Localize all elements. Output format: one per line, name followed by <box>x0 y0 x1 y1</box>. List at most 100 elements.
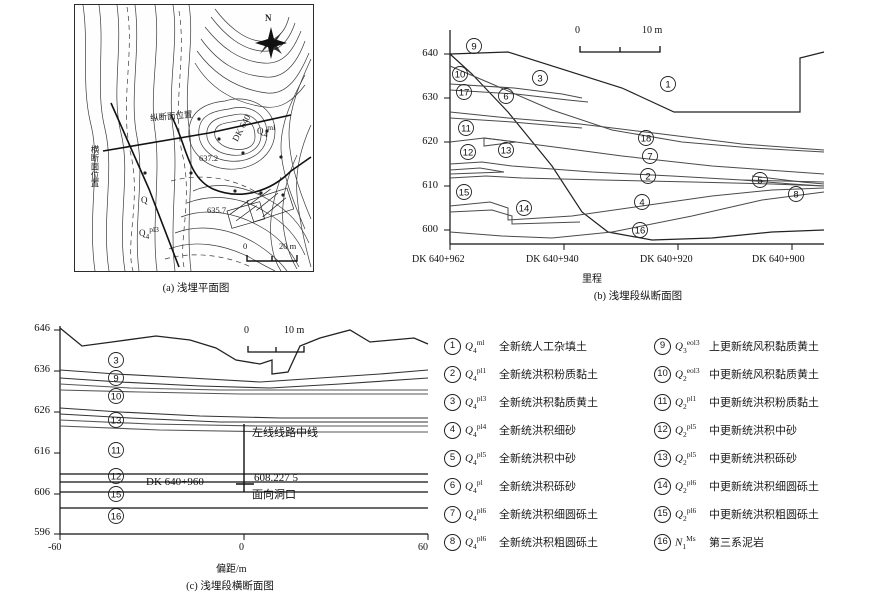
legend-description: 全新统洪积粗圆砾土 <box>499 537 598 549</box>
panel-b-caption: (b) 浅埋段纵断面图 <box>593 291 683 302</box>
panel-c-scalebar <box>247 346 305 353</box>
longitudinal-section-plot: 9 10 17 3 6 11 12 13 15 14 1 18 7 2 4 16… <box>444 30 825 250</box>
legend-symbol: Q2pl5 <box>675 421 697 439</box>
panel-b-xaxis-title: 里程 <box>582 274 602 285</box>
svg-text:5: 5 <box>757 176 762 187</box>
legend-description: 全新统洪积粉质黏土 <box>499 369 598 381</box>
legend-number-badge: 1 <box>444 337 461 355</box>
legend-symbol: Q2pl6 <box>675 505 697 523</box>
north-arrow-icon <box>255 27 287 59</box>
legend-symbol: Q2eol3 <box>675 365 700 383</box>
panel-c-elevation-label: 608.227 5 <box>254 472 298 484</box>
legend-symbol: Q4pl6 <box>465 505 487 523</box>
legend-description: 全新统洪积细砂 <box>499 425 576 437</box>
legend-number-badge: 13 <box>654 449 671 467</box>
svg-text:16: 16 <box>635 226 646 237</box>
legend-number-badge: 3 <box>444 393 461 411</box>
legend-description: 中更新统洪积砾砂 <box>709 453 797 465</box>
svg-text:14: 14 <box>519 204 530 215</box>
panel-c-ytick-646: 646 <box>34 323 50 334</box>
legend-symbol: Q4pl <box>465 477 483 495</box>
panel-c-xtick-zero: 0 <box>239 542 244 553</box>
panel-c-scalebar-start: 0 <box>244 325 249 336</box>
legend-symbol: Q4pl5 <box>465 449 487 467</box>
legend-number-badge: 16 <box>654 533 671 551</box>
panel-b-xtick-1: DK 640+940 <box>526 254 579 265</box>
legend-number-badge: 10 <box>654 365 671 383</box>
panel-b-ytick-640: 640 <box>422 48 438 59</box>
svg-text:4: 4 <box>639 198 644 209</box>
legend-symbol: Q4pl6 <box>465 533 487 551</box>
panel-b-ytick-600: 600 <box>422 224 438 235</box>
panel-b-ytick-620: 620 <box>422 136 438 147</box>
plan-map-frame: N 纵断面位置 横断面位置 DK 640 Q4ml Q4pl3 Q 637.2 … <box>74 4 314 272</box>
legend-number-badge: 6 <box>444 477 461 495</box>
panel-b-xtick-0: DK 640+962 <box>412 254 465 265</box>
svg-text:13: 13 <box>111 416 122 427</box>
panel-c-xaxis-title: 偏距/m <box>216 564 247 575</box>
panel-b-longitudinal-section: 9 10 17 3 6 11 12 13 15 14 1 18 7 2 4 16… <box>412 16 864 306</box>
legend-number-badge: 7 <box>444 505 461 523</box>
panel-c-chainage-label: DK 640+960 <box>146 476 204 488</box>
legend-description: 上更新统风积黏质黄土 <box>709 341 819 353</box>
svg-text:11: 11 <box>111 446 121 457</box>
map-unit-pl3-label: Q4pl3 <box>139 225 159 241</box>
legend-symbol: N1Ms <box>675 533 696 551</box>
svg-text:9: 9 <box>113 374 118 385</box>
svg-text:6: 6 <box>503 92 508 103</box>
legend-description: 全新统洪积细圆砾土 <box>499 509 598 521</box>
legend-number-badge: 11 <box>654 393 671 411</box>
panel-c-xtick-min: -60 <box>48 542 62 553</box>
svg-text:15: 15 <box>459 188 470 199</box>
legend-description: 全新统洪积黏质黄土 <box>499 397 598 409</box>
legend-description: 全新统洪积中砂 <box>499 453 576 465</box>
panel-b-ytick-610: 610 <box>422 180 438 191</box>
svg-text:9: 9 <box>471 42 476 53</box>
legend-number-badge: 5 <box>444 449 461 467</box>
legend-symbol: Q2pl6 <box>675 477 697 495</box>
map-scalebar-start: 0 <box>243 241 248 251</box>
panel-a-caption: (a) 浅埋平面图 <box>162 283 230 294</box>
svg-text:11: 11 <box>461 124 471 135</box>
map-unit-ml-label: Q4ml <box>257 123 276 139</box>
legend-symbol: Q4ml <box>465 337 485 355</box>
plan-map-contours <box>82 5 312 271</box>
panel-c-xtick-max: 60 <box>418 542 428 553</box>
panel-c-scalebar-end: 10 m <box>284 325 305 336</box>
tunnel-centerline <box>236 424 254 492</box>
legend-number-badge: 4 <box>444 421 461 439</box>
map-elevation-637: 637.2 <box>199 153 219 163</box>
panel-b-xtick-3: DK 640+900 <box>752 254 805 265</box>
svg-text:18: 18 <box>641 134 652 145</box>
map-elevation-635: 635.7 <box>207 205 227 215</box>
legend-description: 中更新统风积黏质黄土 <box>709 369 819 381</box>
legend-description: 中更新统洪积粉质黏土 <box>709 397 819 409</box>
legend-description: 全新统洪积砾砂 <box>499 481 576 493</box>
svg-text:16: 16 <box>111 512 122 523</box>
map-unit-q-label: Q <box>141 195 148 205</box>
panel-b-scalebar <box>579 46 661 53</box>
svg-text:7: 7 <box>647 152 652 163</box>
map-cross-section-label: 横断面位置 <box>90 145 100 188</box>
cross-section-plot: 3 9 10 13 11 12 15 16 <box>54 326 429 540</box>
svg-text:10: 10 <box>111 392 122 403</box>
panel-a-plan-map: N 纵断面位置 横断面位置 DK 640 Q4ml Q4pl3 Q 637.2 … <box>74 4 318 304</box>
legend-description: 中更新统洪积细圆砾土 <box>709 481 819 493</box>
legend-symbol: Q3eol3 <box>675 337 700 355</box>
legend-description: 中更新统洪积粗圆砾土 <box>709 509 819 521</box>
legend-description: 中更新统洪积中砂 <box>709 425 797 437</box>
svg-text:15: 15 <box>111 490 122 501</box>
